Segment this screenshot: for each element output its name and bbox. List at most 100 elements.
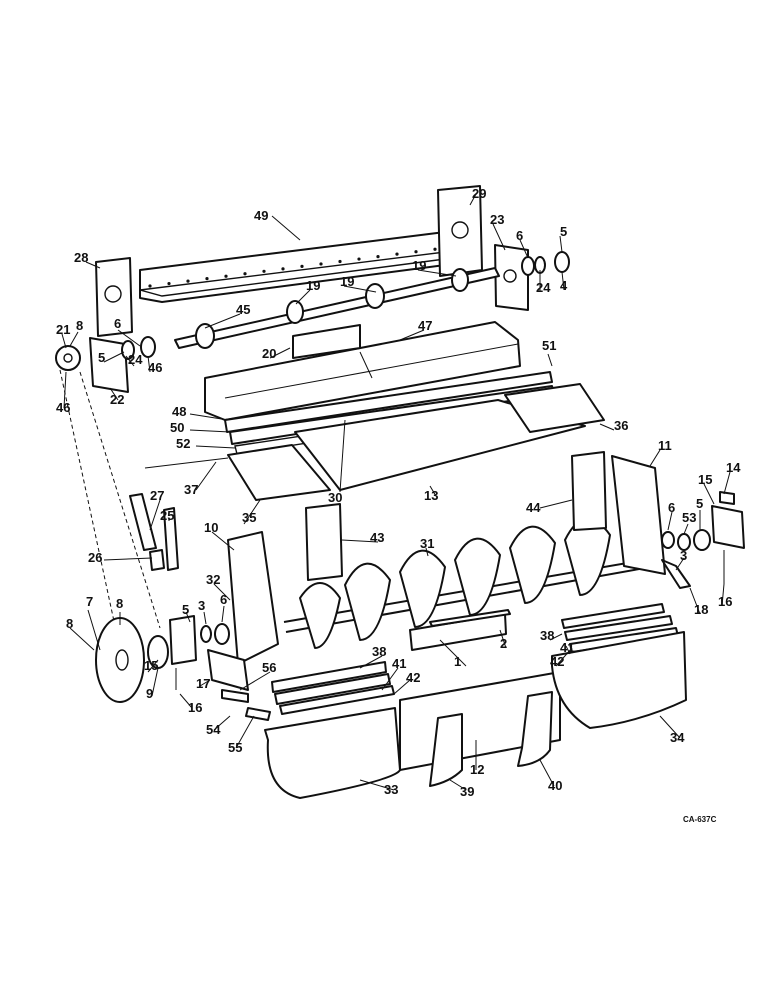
left-end-plate [95, 257, 133, 337]
callout-11: 11 [658, 438, 672, 453]
leader-lines [61, 193, 731, 791]
leader-line [429, 485, 437, 497]
callout-48: 48 [172, 404, 186, 419]
strip-2 [429, 609, 511, 627]
hanger-39 [429, 713, 463, 787]
callout-2: 2 [500, 636, 507, 651]
callout-47: 47 [418, 318, 432, 333]
rivet-hole [319, 262, 323, 266]
callout-20: 20 [262, 346, 276, 361]
callout-49: 49 [254, 208, 268, 223]
drive-chain [59, 369, 179, 641]
leader-line [85, 261, 101, 269]
callout-5: 5 [560, 224, 567, 239]
side-panel-10 [227, 531, 279, 665]
callout-22: 22 [110, 392, 124, 407]
leader-line [499, 629, 507, 649]
leader-line [147, 355, 151, 373]
callout-15: 15 [144, 658, 158, 673]
leader-line [109, 387, 119, 401]
right-end-plate [437, 185, 483, 277]
leader-line [561, 271, 565, 291]
callout-12: 12 [470, 762, 484, 777]
rivet-hole [395, 252, 399, 256]
leader-line [539, 499, 573, 509]
callout-42: 42 [550, 654, 564, 669]
callout-45: 45 [236, 302, 250, 317]
leader-line [399, 329, 425, 341]
callout-37: 37 [184, 482, 198, 497]
rivet-hole [167, 281, 171, 286]
callout-16: 16 [188, 700, 202, 715]
leader-line [689, 587, 701, 615]
callout-5: 5 [182, 602, 189, 617]
callout-36: 36 [614, 418, 628, 433]
callout-5: 5 [696, 496, 703, 511]
leader-line [547, 353, 553, 367]
leader-line [103, 351, 125, 363]
leader-line [179, 693, 193, 709]
side-plate-35 [227, 444, 331, 501]
top-pan [204, 321, 521, 421]
callout-13: 13 [424, 488, 438, 503]
leader-line [204, 313, 241, 329]
callout-39: 39 [460, 784, 474, 799]
callout-54: 54 [206, 722, 221, 737]
rivet-hole [414, 250, 418, 254]
callout-51: 51 [542, 338, 556, 353]
leader-line [189, 429, 231, 433]
leader-line [235, 715, 255, 749]
callout-33: 33 [384, 782, 398, 797]
deflector-plate [292, 324, 361, 359]
leader-line [147, 659, 159, 673]
callout-26: 26 [88, 550, 102, 565]
callout-19: 19 [340, 274, 354, 289]
rivet-hole [262, 269, 266, 273]
inspection-plate-44 [571, 451, 607, 531]
leader-line [381, 667, 399, 691]
right-mount [661, 491, 745, 589]
callout-43: 43 [370, 530, 384, 545]
callout-50: 50 [170, 420, 184, 435]
leader-line [271, 215, 301, 241]
rivet-hole [433, 247, 437, 251]
callout-8: 8 [116, 596, 123, 611]
leader-line [269, 347, 291, 359]
callout-56: 56 [262, 660, 276, 675]
leader-line [519, 239, 529, 259]
callout-46: 46 [148, 360, 162, 375]
leader-line [221, 605, 225, 623]
rivet-hole [376, 255, 380, 259]
leader-line [243, 499, 261, 525]
callout-6: 6 [220, 592, 227, 607]
callout-40: 40 [548, 778, 562, 793]
leader-line [87, 609, 101, 651]
leader-line [69, 627, 95, 651]
leader-line [675, 557, 685, 571]
callout-8: 8 [76, 318, 83, 333]
callout-42: 42 [406, 670, 420, 685]
leader-line [559, 235, 563, 253]
leader-line [439, 639, 467, 667]
callout-19: 19 [306, 278, 320, 293]
leader-line [649, 449, 661, 467]
callout-41: 41 [560, 640, 574, 655]
rivet-hole [148, 284, 152, 288]
leader-line [151, 667, 159, 697]
leader-line [359, 779, 395, 791]
shaft [174, 267, 500, 349]
leader-line [703, 483, 715, 505]
callout-34: 34 [670, 730, 685, 745]
leader-line [359, 655, 383, 669]
leader-line [599, 423, 615, 431]
leader-line [721, 583, 725, 607]
leader-line [63, 371, 67, 409]
callout-24: 24 [536, 280, 551, 295]
leader-line [492, 223, 506, 251]
leader-line [195, 445, 236, 449]
callout-14: 14 [726, 460, 741, 475]
leader-line [195, 461, 217, 491]
right-bearing-hardware [521, 251, 570, 276]
leader-line [213, 715, 231, 731]
